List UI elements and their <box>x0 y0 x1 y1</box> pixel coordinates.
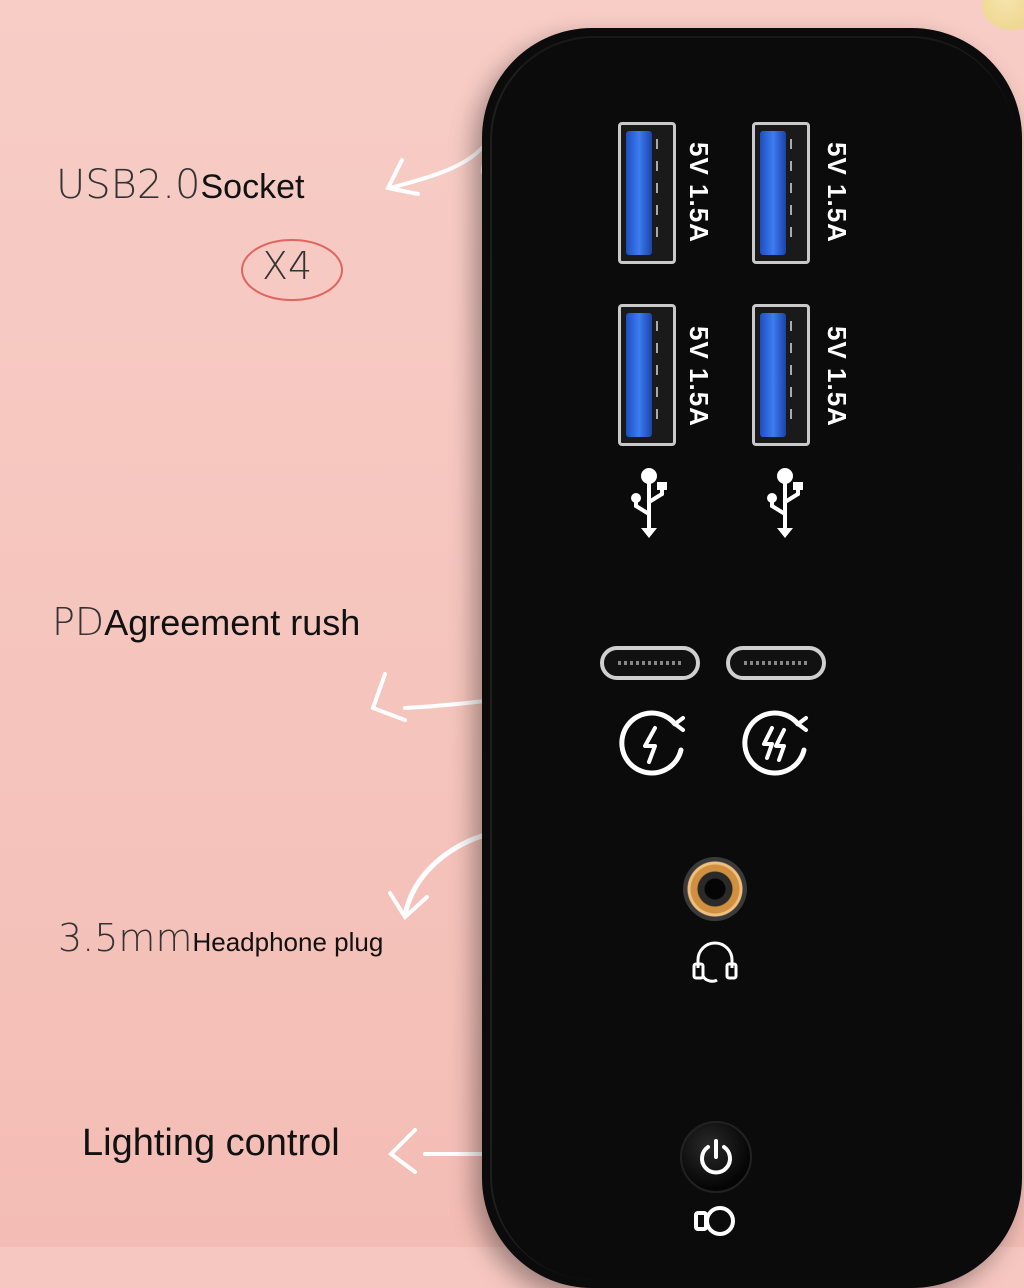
usb-count-text: X4 <box>262 244 313 288</box>
usb-rating: 5V 1.5A <box>684 142 714 243</box>
usb-c-port[interactable] <box>726 646 826 680</box>
pd-label: PDAgreement rush <box>52 600 360 644</box>
usb-c-port[interactable] <box>600 646 700 680</box>
headphone-plug-text: Headphone plug <box>192 927 384 957</box>
usb-port[interactable] <box>618 122 676 264</box>
usb-tongue <box>626 131 652 255</box>
count-circle <box>241 239 343 301</box>
lighting-label: Lighting control <box>82 1120 340 1165</box>
lighting-control-text: Lighting control <box>82 1122 340 1164</box>
usb-tongue <box>760 313 786 437</box>
usb-pins <box>656 321 658 431</box>
usb-tongue <box>626 313 652 437</box>
usb-rating: 5V 1.5A <box>822 326 852 427</box>
usb-pins <box>790 139 792 249</box>
headphone-jack[interactable] <box>683 857 747 921</box>
usb-version-text: USB2.0 <box>56 162 201 208</box>
usb-port[interactable] <box>618 304 676 446</box>
agreement-rush-text: Agreement rush <box>104 602 361 643</box>
lighting-control-button[interactable] <box>680 1121 752 1193</box>
fast-charge-icon <box>619 710 685 776</box>
headphone-label: 3.5mmHeadphone plug <box>58 916 383 960</box>
usb-port[interactable] <box>752 304 810 446</box>
usb-port[interactable] <box>752 122 810 264</box>
socket-text: Socket <box>200 168 305 206</box>
usb-c-contacts <box>744 661 808 665</box>
size-text: 3.5mm <box>58 916 193 960</box>
usb-rating: 5V 1.5A <box>822 142 852 243</box>
usb-icon <box>631 468 667 538</box>
usb-rating: 5V 1.5A <box>684 326 714 427</box>
usb-socket-label: USB2.0Socket <box>56 162 304 208</box>
usb-tongue <box>760 131 786 255</box>
usb-c-contacts <box>618 661 682 665</box>
light-bulb-icon <box>694 1206 735 1236</box>
usb-count-label: X4 <box>262 244 312 288</box>
super-fast-charge-icon <box>742 710 808 776</box>
usb-pins <box>656 139 658 249</box>
pd-text: PD <box>52 600 105 644</box>
usb-icon <box>767 468 803 538</box>
power-icon <box>700 1139 732 1175</box>
usb-pins <box>790 321 792 431</box>
headphone-icon <box>692 941 738 983</box>
